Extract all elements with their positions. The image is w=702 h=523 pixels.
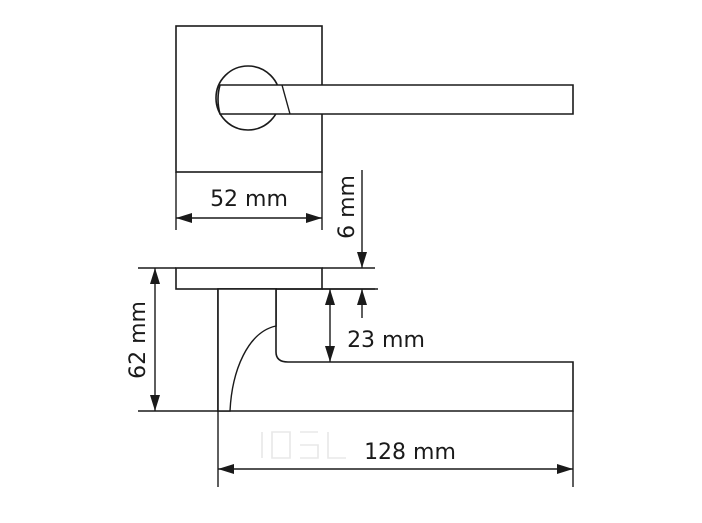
dimension-62mm: 62 mm [126,267,218,412]
watermark-logo [261,431,346,459]
rose-thickness-label: 6 mm [335,175,360,239]
dimension-6mm: 6 mm [322,170,375,290]
handle-length-label: 128 mm [364,440,456,465]
rose-side [175,267,323,290]
handle-offset-label: 23 mm [347,328,425,353]
side-view [175,267,574,412]
dimension-52mm: 52 mm [175,172,323,230]
top-view [175,25,574,173]
lever-top [217,84,574,115]
total-height-label: 62 mm [126,301,151,379]
rose-width-label: 52 mm [210,187,288,212]
dimension-23mm: 23 mm [276,288,425,362]
lever-side [217,288,574,412]
dimension-128mm: 128 mm [217,411,574,487]
